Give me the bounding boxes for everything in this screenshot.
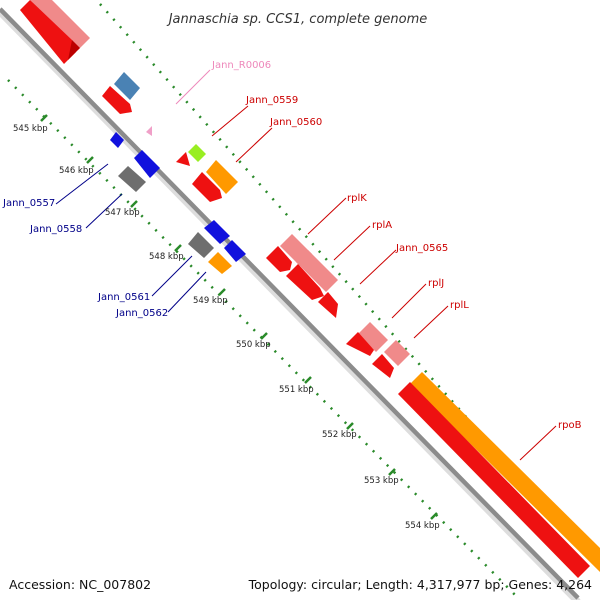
kbp-label: 547 kbp xyxy=(105,208,140,218)
cds-lime[interactable] xyxy=(188,144,206,162)
kbp-label: 551 kbp xyxy=(279,385,314,395)
cds-red-small-3[interactable] xyxy=(318,292,338,318)
cds-red-top[interactable] xyxy=(20,0,76,64)
cds-red-rpla[interactable] xyxy=(286,264,324,300)
rna-pink-arrow[interactable] xyxy=(146,126,152,136)
cds-red-rpll[interactable] xyxy=(372,354,394,378)
kbp-major-tick xyxy=(174,244,182,252)
label-jann-0559[interactable]: Jann_0559 xyxy=(245,95,298,106)
kbp-label: 553 kbp xyxy=(364,476,399,486)
label-jann-0560[interactable]: Jann_0560 xyxy=(269,117,322,128)
cds-pink-top[interactable] xyxy=(30,0,90,50)
cds-blue-0561[interactable] xyxy=(204,220,230,244)
cds-red-top-tip xyxy=(68,40,80,60)
kbp-label: 548 kbp xyxy=(149,252,184,262)
kbp-ticks xyxy=(40,114,438,520)
label-jann-r0006[interactable]: Jann_R0006 xyxy=(211,60,271,71)
cds-red-tiny[interactable] xyxy=(176,152,190,166)
label-rplj[interactable]: rplJ xyxy=(428,278,444,289)
cds-gray-1[interactable] xyxy=(118,166,146,192)
genome-summary-text: Topology: circular; Length: 4,317,977 bp… xyxy=(248,577,592,592)
kbp-major-tick xyxy=(260,332,268,340)
cds-orange-rpob[interactable] xyxy=(410,372,600,572)
kbp-labels: 545 kbp 546 kbp 547 kbp 548 kbp 549 kbp … xyxy=(13,124,440,531)
label-jann-0562[interactable]: Jann_0562 xyxy=(115,308,168,319)
kbp-major-tick xyxy=(388,468,396,476)
cds-gray-2[interactable] xyxy=(188,232,214,258)
cds-pink-rpll[interactable] xyxy=(384,340,410,366)
label-rpob[interactable]: rpoB xyxy=(558,420,582,431)
leader-lines xyxy=(55,69,557,461)
kbp-major-tick xyxy=(304,376,312,384)
label-jann-0557[interactable]: Jann_0557 xyxy=(2,198,55,209)
cds-red-small-1[interactable] xyxy=(102,86,132,114)
label-rpla[interactable]: rplA xyxy=(372,220,392,231)
kbp-major-tick xyxy=(218,288,226,296)
cds-orange-1[interactable] xyxy=(206,160,238,194)
cds-pink-rpla[interactable] xyxy=(296,250,338,292)
cds-blue-0557[interactable] xyxy=(110,132,124,148)
map-title: Jannaschia sp. CCS1, complete genome xyxy=(166,12,428,27)
label-jann-0558[interactable]: Jann_0558 xyxy=(29,224,82,235)
kbp-major-tick xyxy=(430,512,438,520)
kbp-major-tick xyxy=(86,156,94,164)
kbp-tick-track-inner xyxy=(7,79,521,600)
kbp-label: 546 kbp xyxy=(59,166,94,176)
label-jann-0565[interactable]: Jann_0565 xyxy=(395,243,448,254)
kbp-major-tick xyxy=(130,200,138,208)
label-rplk[interactable]: rplK xyxy=(347,193,367,204)
cds-blue-0558[interactable] xyxy=(134,150,160,178)
kbp-label: 554 kbp xyxy=(405,521,440,531)
cds-blue-0562[interactable] xyxy=(224,240,246,262)
cds-orange-2[interactable] xyxy=(208,252,232,274)
cds-red-2[interactable] xyxy=(192,172,222,202)
kbp-major-tick xyxy=(346,422,354,430)
cds-red-rplj[interactable] xyxy=(346,332,374,356)
cds-steel-blue[interactable] xyxy=(114,72,140,100)
label-rpll[interactable]: rplL xyxy=(450,300,469,311)
cds-pink-rplj[interactable] xyxy=(358,322,388,352)
kbp-label: 549 kbp xyxy=(193,296,228,306)
kbp-label: 550 kbp xyxy=(236,340,271,350)
cds-red-rpob[interactable] xyxy=(398,382,590,578)
kbp-label: 545 kbp xyxy=(13,124,48,134)
kbp-label: 552 kbp xyxy=(322,430,357,440)
genome-backbone xyxy=(0,7,580,600)
label-jann-0561[interactable]: Jann_0561 xyxy=(97,292,150,303)
cds-red-rplk[interactable] xyxy=(266,246,292,272)
accession-text: Accession: NC_007802 xyxy=(9,577,152,592)
kbp-major-tick xyxy=(40,114,48,122)
